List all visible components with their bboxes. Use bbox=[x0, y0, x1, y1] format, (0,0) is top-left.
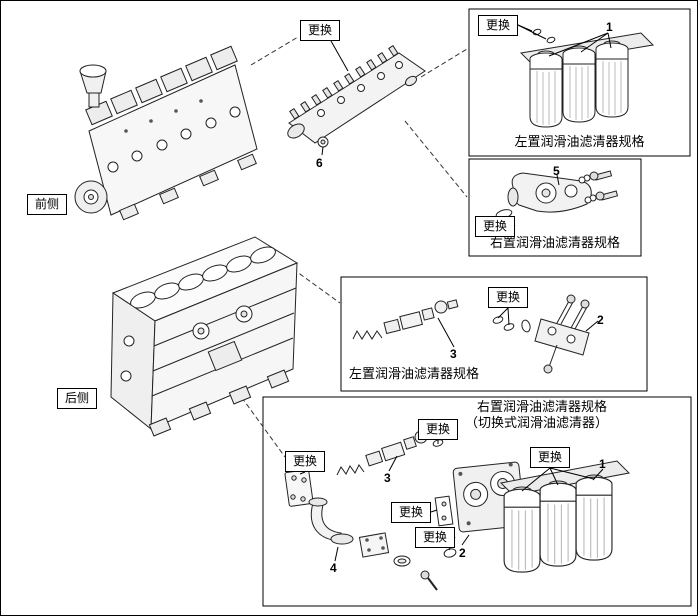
engine-rear-illustration bbox=[110, 236, 299, 437]
caption-right-filter-spec-bottom: 右置润滑油滤清器规格 bbox=[477, 399, 608, 414]
detail-box-switchable-spec bbox=[262, 396, 692, 607]
caption-left-filter-spec-top: 左置润滑油滤清器规格 bbox=[514, 134, 645, 149]
caption-left-filter-spec-valve: 左置润滑油滤清器规格 bbox=[349, 366, 480, 381]
cooler-fins bbox=[289, 45, 399, 120]
connector-dashed-lines bbox=[236, 36, 468, 458]
replace-tag-cooler: 更换 bbox=[300, 20, 341, 41]
oil-filter bbox=[575, 474, 613, 561]
engine-front-illustration bbox=[74, 45, 258, 221]
caption-right-filter-spec-mid: 右置润滑油滤清器规格 bbox=[489, 235, 620, 250]
callout-4-d: 4 bbox=[330, 561, 337, 575]
replace-tag-mid-gasket-d: 更换 bbox=[391, 502, 432, 523]
cooler-holes bbox=[317, 61, 403, 117]
replace-tag-filters-d: 更换 bbox=[530, 447, 571, 468]
front-side-tag: 前侧 bbox=[27, 194, 68, 215]
right-filter-head-assembly bbox=[495, 170, 619, 219]
bracket bbox=[534, 318, 590, 356]
elbow-pipe bbox=[308, 497, 354, 545]
crank-pulley bbox=[74, 180, 108, 214]
detail-box-valve-left-spec bbox=[340, 276, 648, 392]
rear-side-tag: 后侧 bbox=[57, 388, 98, 409]
switchable-filter-assembly bbox=[284, 427, 631, 591]
cover-plate bbox=[358, 532, 390, 558]
replace-tag-left-filter-box: 更换 bbox=[478, 15, 519, 36]
spring bbox=[352, 329, 383, 340]
replace-tag-right-filter-box: 更换 bbox=[475, 216, 516, 237]
mounting-bolts bbox=[578, 170, 619, 204]
bolt bbox=[420, 570, 430, 580]
oil-filter bbox=[529, 50, 563, 128]
callout-3-valve: 3 bbox=[450, 347, 457, 361]
o-ring bbox=[443, 548, 457, 558]
bolt-dots bbox=[124, 99, 203, 133]
oil-cooler-illustration bbox=[287, 45, 426, 148]
valve-kit-assembly bbox=[352, 294, 590, 374]
o-ring bbox=[492, 316, 504, 324]
detail-box-right-filter-spec bbox=[468, 158, 642, 257]
detail-box-left-filter-spec bbox=[468, 8, 691, 157]
injector-ports bbox=[107, 106, 241, 173]
callout-1-d: 1 bbox=[599, 457, 606, 471]
callout-6: 6 bbox=[316, 156, 323, 170]
callout-1-top: 1 bbox=[606, 20, 613, 34]
spring bbox=[336, 464, 365, 476]
caption-switchable-note: （切换式润滑油滤清器） bbox=[465, 415, 609, 430]
oil-filter bbox=[539, 480, 577, 567]
o-ring bbox=[503, 323, 515, 331]
oil-filter bbox=[562, 45, 596, 123]
callout-5: 5 bbox=[553, 164, 560, 178]
callout-2-d: 2 bbox=[459, 546, 466, 560]
exhaust-funnel bbox=[79, 64, 107, 108]
valve-covers bbox=[85, 45, 238, 126]
engine-feet bbox=[119, 153, 257, 221]
callout-2-valve: 2 bbox=[597, 313, 604, 327]
replace-tag-valve-box: 更换 bbox=[488, 287, 529, 308]
replace-tag-gasket-plate-d: 更换 bbox=[285, 451, 326, 472]
left-filter-assembly bbox=[519, 28, 655, 128]
detail-boxes bbox=[262, 8, 692, 607]
replace-tag-lower-ring-d: 更换 bbox=[415, 527, 456, 548]
block-feet bbox=[148, 369, 290, 437]
callout-3-d: 3 bbox=[384, 471, 391, 485]
oil-filter bbox=[503, 486, 541, 573]
cylinder-bores bbox=[130, 246, 276, 309]
o-ring bbox=[546, 36, 556, 44]
gasket bbox=[434, 495, 454, 527]
oil-filter bbox=[595, 40, 629, 118]
replace-tag-valve-d: 更换 bbox=[418, 419, 459, 440]
